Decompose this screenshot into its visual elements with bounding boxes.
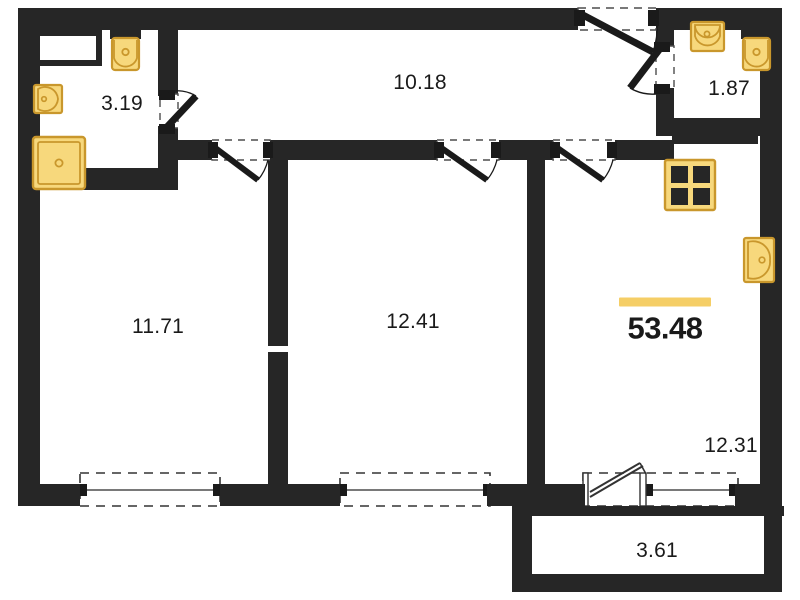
sink-bathroom [32, 83, 64, 115]
living-kitchen-door [550, 139, 617, 183]
stove-kitchen [663, 158, 717, 212]
shower-tray-bathroom [31, 135, 87, 191]
window-living-kitchen [582, 462, 739, 507]
room-label-wc: 1.87 [708, 77, 750, 100]
total-area-value: 53.48 [627, 310, 703, 346]
window-bedroom-middle [338, 472, 492, 507]
window-group [78, 462, 739, 507]
room-label-hall-corridor: 10.18 [393, 71, 447, 94]
bedroom-left-door [208, 139, 273, 183]
total-area-block: 53.48 [619, 297, 711, 347]
wc-door [627, 42, 675, 95]
room-label-bedroom-left: 11.71 [132, 315, 184, 338]
room-label-bathroom: 3.19 [101, 92, 143, 115]
window-bedroom-left [78, 472, 222, 507]
room-label-bedroom-middle: 12.41 [386, 310, 440, 333]
bedroom-middle-door [434, 139, 501, 183]
toilet-bathroom [110, 22, 141, 72]
entrance-door [574, 7, 659, 56]
room-label-living-kitchen: 12.31 [704, 434, 758, 457]
bathroom-door [159, 90, 199, 134]
toilet-wc [741, 22, 772, 72]
sink-wc [689, 20, 726, 53]
fixtures [31, 20, 776, 284]
room-label-balcony: 3.61 [636, 539, 678, 562]
doors [159, 7, 675, 183]
total-accent-bar [619, 297, 711, 307]
sink-kitchen [742, 236, 776, 284]
